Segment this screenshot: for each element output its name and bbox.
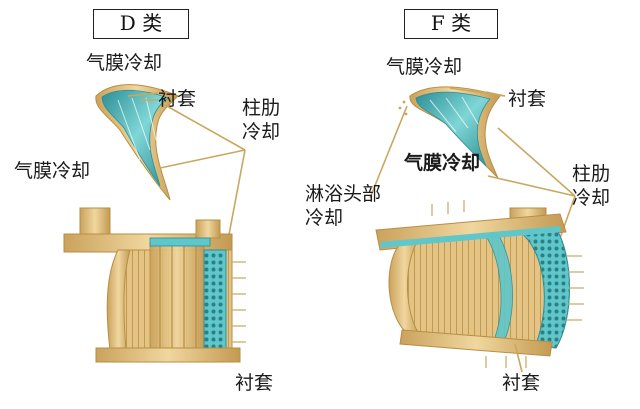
f-liner-bottom-label: 衬套 xyxy=(502,372,541,394)
f-class-title-box: F 类 xyxy=(404,9,498,39)
d-flow-arrows xyxy=(232,261,246,343)
f-panel-art xyxy=(369,86,584,373)
f-flow-arrows xyxy=(431,200,584,368)
f-combustor xyxy=(375,207,570,357)
d-class-title-box: D 类 xyxy=(93,9,189,39)
d-blade xyxy=(95,84,179,201)
d-liner-top-label: 衬套 xyxy=(158,88,197,110)
f-blade xyxy=(398,86,501,179)
d-combustor xyxy=(63,207,241,363)
d-film-cooling-side-label: 气膜冷却 xyxy=(14,160,91,182)
f-leader-bottom xyxy=(514,343,523,373)
d-panel-art xyxy=(63,84,246,363)
f-rib-cooling-label: 柱肋 冷却 xyxy=(572,163,611,209)
d-film-cooling-top-label: 气膜冷却 xyxy=(86,52,163,74)
f-leader-lines xyxy=(369,87,576,239)
f-film-cooling-center-label: 气膜冷却 xyxy=(404,152,481,174)
d-rib-cooling-label: 柱肋 冷却 xyxy=(242,97,281,143)
f-liner-top-label: 衬套 xyxy=(508,88,547,110)
d-liner-bottom-label: 衬套 xyxy=(235,372,274,394)
d-leader-lines xyxy=(127,92,246,241)
f-film-cooling-top-label: 气膜冷却 xyxy=(386,56,463,78)
f-shower-head-cooling-label: 淋浴头部 冷却 xyxy=(305,183,382,229)
